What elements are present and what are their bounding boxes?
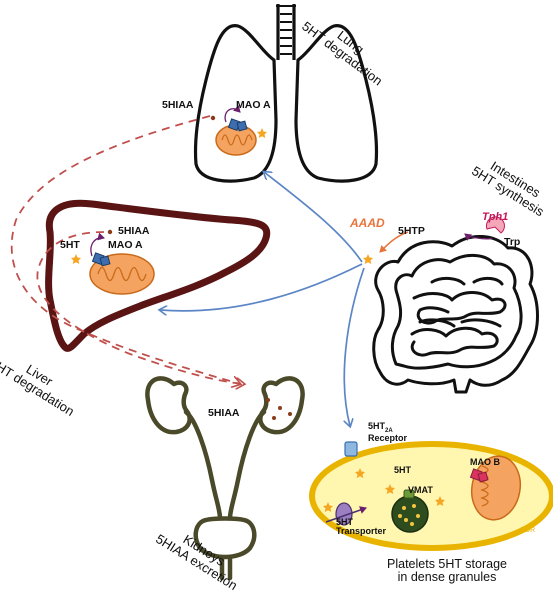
liver-5hiaa-label: 5HIAA: [118, 225, 150, 237]
transporter-label: 5HT Transporter: [336, 517, 387, 537]
tph1-enzyme-icon: [485, 216, 505, 234]
vmat-label: VMAT: [408, 485, 433, 495]
tph1-label: Tph1: [482, 211, 509, 223]
kidney-5hiaa-dots: [266, 398, 292, 420]
dense-granule: [391, 495, 429, 533]
blue-flow-arrows: [160, 172, 365, 426]
mao-b-label: MAO B: [470, 457, 500, 467]
liver-5hiaa-dot: [107, 229, 113, 235]
kidney-5hiaa-label: 5HIAA: [208, 407, 240, 419]
platelets-title-line1: Platelets 5HT storage: [387, 557, 507, 571]
platelet-badge: SOR: [520, 527, 535, 534]
intestines-graphic: [372, 234, 539, 394]
lung-mao-a-icon: [227, 118, 248, 132]
vmat-icon: [403, 489, 415, 499]
platelet-5ht-label: 5HT: [394, 465, 412, 475]
transporter-label-line1: 5HT: [336, 517, 354, 527]
platelets-title: Platelets 5HT storage in dense granules: [352, 557, 542, 585]
lung-mao-a-arrow: [224, 104, 241, 123]
liver-mao-a-arrow: [90, 232, 105, 257]
aaad-arrow: [379, 231, 409, 253]
liver-mao-a-label: MAO A: [108, 239, 143, 251]
liver-mao-a-icon: [91, 252, 111, 267]
trp-label: Trp: [504, 236, 521, 248]
dashed-flow-arrows: [10, 115, 244, 384]
transporter-icon: [325, 502, 367, 526]
dashed-liver-to-kidney: [36, 231, 244, 384]
liver-serotonin-icon: [71, 254, 81, 264]
lung-serotonin-icon: [257, 128, 267, 138]
arrow-to-platelets: [344, 267, 365, 426]
transporter-label-line2: Transporter: [336, 526, 387, 537]
liver-graphic: [45, 199, 271, 352]
mao-b-enzyme-icon: [469, 468, 489, 483]
platelets-title-line2: in dense granules: [397, 570, 497, 585]
dashed-lung-to-kidney: [10, 115, 240, 384]
receptor-label-word: Receptor: [368, 433, 408, 444]
lung-5hiaa-dot: [210, 115, 216, 121]
lung-graphic: [193, 4, 379, 183]
tph1-arrow: [464, 233, 493, 241]
liver-5ht-label: 5HT: [60, 239, 80, 251]
receptor-label-sub: 2A: [385, 427, 393, 434]
arrow-to-liver: [160, 263, 363, 311]
arrow-to-lung: [264, 172, 363, 263]
receptor-label-main: 5HT: [368, 421, 386, 431]
receptor-label: 5HT2A Receptor: [368, 421, 408, 444]
aaad-label: AAAD: [350, 216, 385, 230]
lung-mao-a-label: MAO A: [236, 99, 271, 111]
receptor-5ht2a-icon: [344, 441, 358, 457]
kidneys-graphic: [145, 376, 305, 581]
lung-5hiaa-label: 5HIAA: [162, 99, 194, 111]
intestine-serotonin-icon: [363, 254, 373, 264]
5htp-label: 5HTP: [398, 225, 425, 237]
platelet-serotonin-icons: [323, 468, 445, 512]
